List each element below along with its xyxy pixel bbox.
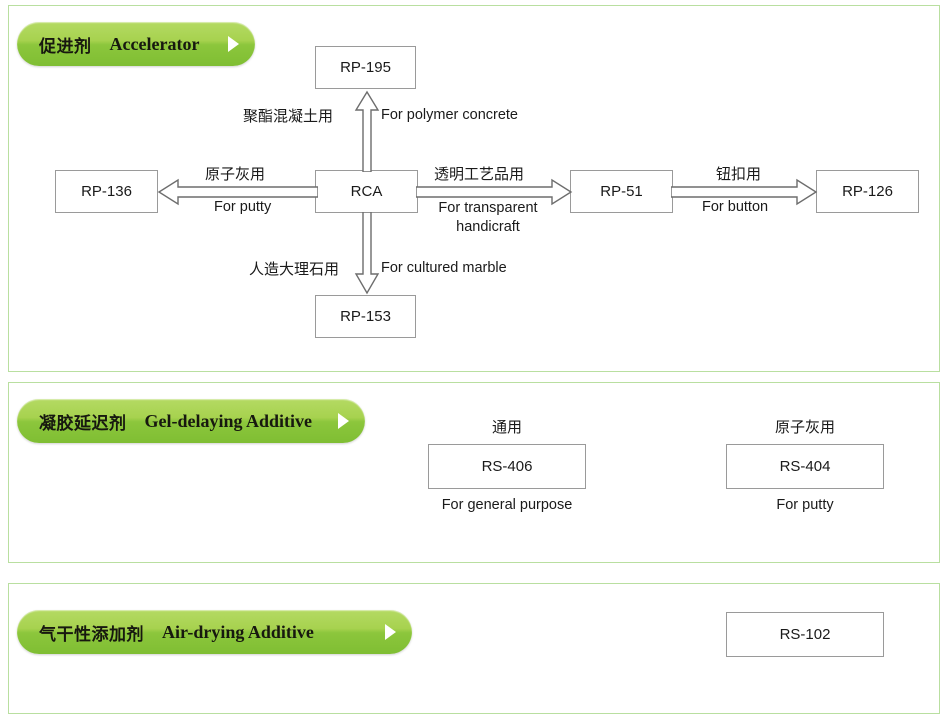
section-header-gel-delaying[interactable]: 凝胶延迟剂 Gel-delaying Additive bbox=[17, 399, 365, 443]
caption-text: For polymer concrete bbox=[381, 107, 518, 123]
section-header-accelerator[interactable]: 促进剂 Accelerator bbox=[17, 22, 255, 66]
play-triangle-icon bbox=[228, 36, 239, 52]
product-box-rp195[interactable]: RP-195 bbox=[315, 46, 416, 89]
section-header-accelerator-en: Accelerator bbox=[109, 33, 200, 54]
section-header-air-drying[interactable]: 气干性添加剂 Air-drying Additive bbox=[17, 610, 412, 654]
caption-marble-cn: 人造大理石用 bbox=[249, 258, 339, 279]
product-box-rp126[interactable]: RP-126 bbox=[816, 170, 919, 213]
caption-text: 透明工艺品用 bbox=[434, 165, 525, 183]
caption-putty-cn: 原子灰用 bbox=[205, 163, 265, 184]
product-box-rp136[interactable]: RP-136 bbox=[55, 170, 158, 213]
arrow-down-icon bbox=[354, 212, 380, 295]
label-putty-cn: 原子灰用 bbox=[774, 418, 835, 436]
product-box-rs406[interactable]: RS-406 bbox=[428, 444, 586, 489]
play-triangle-icon bbox=[385, 624, 396, 640]
arrow-left-icon bbox=[157, 178, 318, 206]
caption-text: 钮扣用 bbox=[716, 165, 762, 183]
caption-transparent-en: For transparent handicraft bbox=[432, 199, 544, 237]
product-box-rs404[interactable]: RS-404 bbox=[726, 444, 884, 489]
caption-text: For button bbox=[702, 199, 769, 215]
caption-polymer-concrete-cn: 聚酯混凝土用 bbox=[243, 105, 333, 126]
arrow-right-rca-rp51-icon bbox=[416, 178, 573, 206]
caption-text: 人造大理石用 bbox=[249, 260, 340, 278]
caption-transparent-cn: 透明工艺品用 bbox=[434, 163, 524, 184]
product-box-rs102[interactable]: RS-102 bbox=[726, 612, 884, 657]
caption-text: 原子灰用 bbox=[205, 165, 266, 183]
caption-button-cn: 钮扣用 bbox=[716, 163, 761, 184]
caption-text: 聚酯混凝土用 bbox=[243, 107, 334, 125]
label-general-purpose-en: For general purpose bbox=[441, 497, 573, 513]
caption-text: For cultured marble bbox=[381, 260, 507, 276]
section-header-gel-cn: 凝胶延迟剂 bbox=[39, 413, 127, 434]
product-box-rp51[interactable]: RP-51 bbox=[570, 170, 673, 213]
product-box-rp153[interactable]: RP-153 bbox=[315, 295, 416, 338]
caption-text: For transparent handicraft bbox=[438, 200, 538, 235]
product-box-rca[interactable]: RCA bbox=[315, 170, 418, 213]
section-header-accelerator-cn: 促进剂 bbox=[39, 36, 92, 57]
section-header-airdry-en: Air-drying Additive bbox=[162, 621, 314, 642]
arrow-right-rp51-rp126-icon bbox=[671, 178, 818, 206]
section-header-airdry-cn: 气干性添加剂 bbox=[39, 624, 144, 645]
section-header-gel-en: Gel-delaying Additive bbox=[144, 410, 313, 431]
play-triangle-icon bbox=[338, 413, 349, 429]
caption-polymer-concrete-en: For polymer concrete bbox=[381, 107, 518, 123]
label-general-purpose-cn: 通用 bbox=[491, 418, 522, 436]
caption-button-en: For button bbox=[702, 199, 768, 215]
label-putty-en: For putty bbox=[776, 497, 834, 513]
caption-putty-en: For putty bbox=[214, 199, 271, 215]
caption-marble-en: For cultured marble bbox=[381, 260, 507, 276]
arrow-up-icon bbox=[354, 90, 380, 172]
caption-text: For putty bbox=[214, 199, 272, 215]
